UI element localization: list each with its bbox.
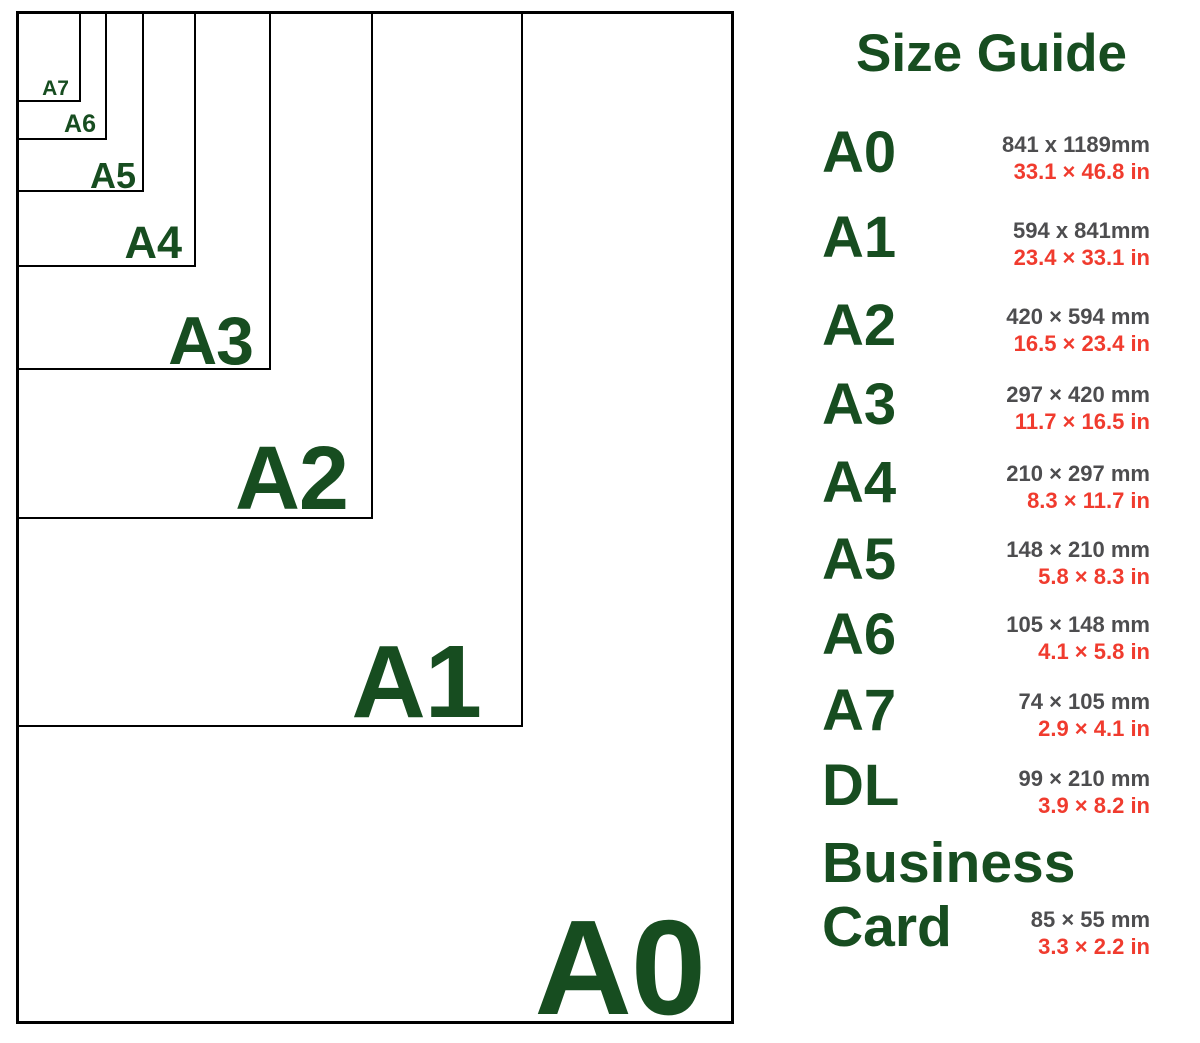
size-inch-a3: 11.7 × 16.5 in	[1014, 409, 1150, 434]
paper-rect-a0-label: A0	[534, 892, 706, 1043]
size-row-label-a4: A4	[822, 450, 897, 515]
size-mm-a6: 105 × 148 mm	[1006, 612, 1150, 637]
size-row-label-a1: A1	[822, 205, 897, 270]
paper-rect-a1-label: A1	[351, 624, 482, 739]
size-mm-business-card: 85 × 55 mm	[1030, 907, 1150, 932]
size-row-label-a2: A2	[822, 293, 897, 358]
size-row-dims-a6: 105 × 148 mm 4.1 × 5.8 in	[1006, 611, 1150, 665]
paper-rect-a5-label: A5	[89, 155, 136, 196]
size-inch-a2: 16.5 × 23.4 in	[1013, 331, 1150, 356]
paper-size-diagram: A0 A1 A2 A3 A4 A5 A6 A7	[16, 11, 734, 1035]
size-inch-a5: 5.8 × 8.3 in	[1038, 564, 1150, 589]
size-row-dims-a7: 74 × 105 mm 2.9 × 4.1 in	[1019, 688, 1150, 742]
size-row-dims-a4: 210 × 297 mm 8.3 × 11.7 in	[1006, 460, 1150, 514]
size-mm-a5: 148 × 210 mm	[1006, 537, 1150, 562]
size-inch-dl: 3.9 × 8.2 in	[1038, 793, 1150, 818]
size-mm-a7: 74 × 105 mm	[1018, 689, 1150, 714]
size-row-dims-business-card: 85 × 55 mm 3.3 × 2.2 in	[1031, 906, 1150, 960]
paper-rect-a7-label: A7	[42, 77, 69, 100]
size-mm-a3: 297 × 420 mm	[1006, 382, 1150, 407]
size-row-label-a0: A0	[822, 120, 897, 185]
size-row-dims-a0: 841 x 1189mm 33.1 × 46.8 in	[1002, 131, 1150, 185]
size-inch-a6: 4.1 × 5.8 in	[1038, 639, 1150, 664]
size-row-dims-a5: 148 × 210 mm 5.8 × 8.3 in	[1006, 536, 1150, 590]
size-mm-dl: 99 × 210 mm	[1018, 766, 1150, 791]
size-inch-a7: 2.9 × 4.1 in	[1038, 716, 1150, 741]
size-inch-a4: 8.3 × 11.7 in	[1027, 488, 1150, 513]
size-row-dims-a1: 594 x 841mm 23.4 × 33.1 in	[1013, 217, 1150, 271]
paper-rect-a2-label: A2	[234, 429, 349, 529]
size-mm-a0: 841 x 1189mm	[1001, 132, 1150, 157]
size-row-label-a7: A7	[822, 678, 897, 743]
size-row-dims-dl: 99 × 210 mm 3.9 × 8.2 in	[1019, 765, 1150, 819]
size-inch-a1: 23.4 × 33.1 in	[1013, 245, 1150, 270]
size-mm-a2: 420 × 594 mm	[1006, 304, 1150, 329]
size-row-label-business: Business	[822, 831, 1076, 895]
size-row-label-a6: A6	[822, 602, 897, 667]
size-row-label-a5: A5	[822, 527, 897, 592]
paper-rect-a4-label: A4	[124, 217, 182, 268]
size-inch-a0: 33.1 × 46.8 in	[1013, 159, 1150, 184]
size-mm-a1: 594 x 841mm	[1013, 218, 1150, 243]
size-row-label-card: Card	[822, 895, 952, 959]
size-row-dims-a2: 420 × 594 mm 16.5 × 23.4 in	[1006, 303, 1150, 357]
size-row-dims-a3: 297 × 420 mm 11.7 × 16.5 in	[1006, 381, 1150, 435]
paper-rect-a7: A7	[16, 11, 81, 102]
paper-rect-a6-label: A6	[64, 110, 96, 138]
size-row-label-a3: A3	[822, 372, 897, 437]
size-row-label-dl: DL	[822, 753, 900, 818]
size-guide-panel: Size Guide A0 841 x 1189mm 33.1 × 46.8 i…	[822, 0, 1150, 1040]
size-guide-title: Size Guide	[856, 24, 1127, 83]
paper-rect-a3-label: A3	[168, 303, 254, 379]
size-inch-business-card: 3.3 × 2.2 in	[1038, 934, 1150, 959]
size-mm-a4: 210 × 297 mm	[1006, 461, 1150, 486]
